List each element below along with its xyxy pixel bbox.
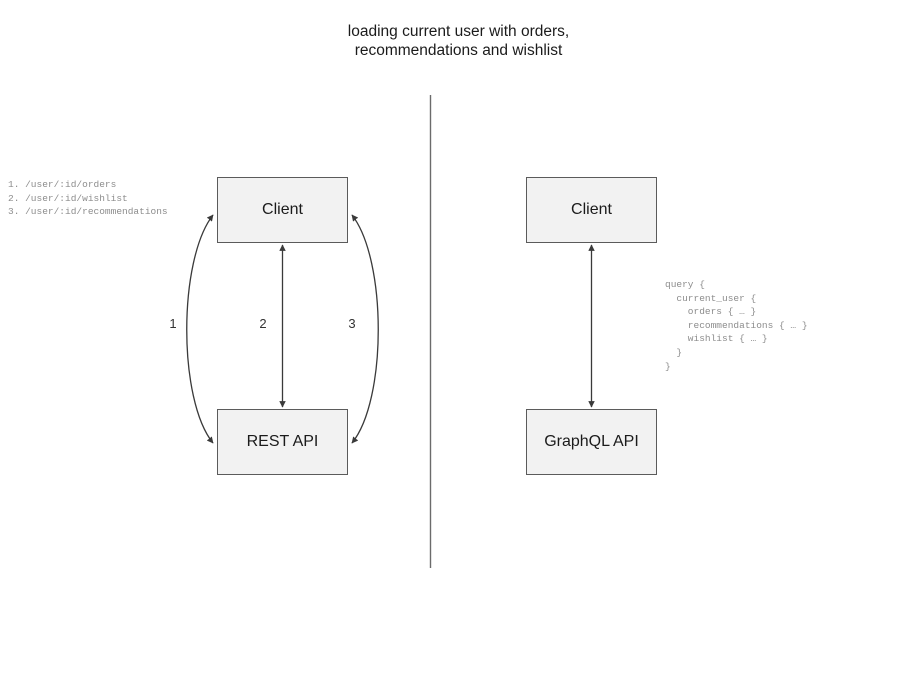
node-client-graphql[interactable]: Client <box>526 177 657 243</box>
edge-label-1: 1 <box>169 316 177 331</box>
edge-label-3: 3 <box>348 316 356 331</box>
edge-label-2: 2 <box>259 316 267 331</box>
edge-rest-1-curve <box>186 214 214 444</box>
node-graphql-api[interactable]: GraphQL API <box>526 409 657 475</box>
graphql-query-block: query { current_user { orders { … } reco… <box>665 279 808 372</box>
rest-endpoint-list: 1. /user/:id/orders 2. /user/:id/wishlis… <box>8 179 168 218</box>
edge-rest-3-curve <box>351 214 379 444</box>
diagram-title: loading current user with orders, recomm… <box>347 23 570 59</box>
node-client-rest[interactable]: Client <box>217 177 348 243</box>
node-rest-api[interactable]: REST API <box>217 409 348 475</box>
